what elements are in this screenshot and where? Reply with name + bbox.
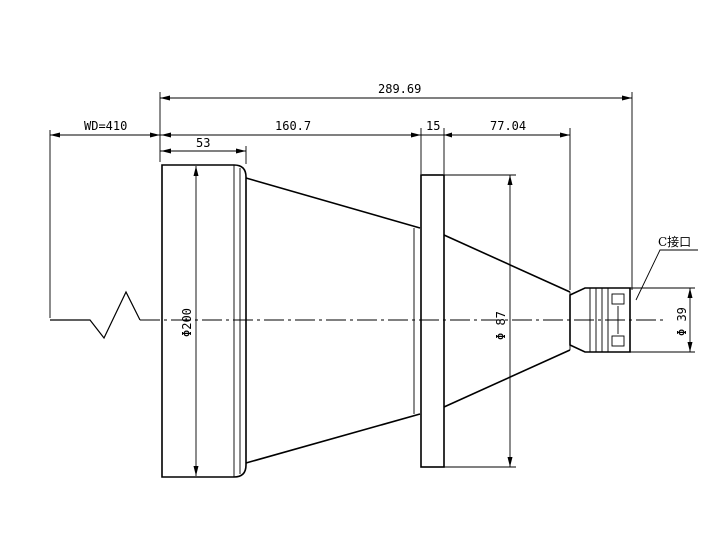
dim-flange-thickness: 15 bbox=[421, 119, 452, 174]
c-mount-callout-label: C接口 bbox=[658, 234, 691, 249]
dim-front-diameter-label: Φ200 bbox=[180, 308, 194, 337]
c-mount-callout: C接口 bbox=[635, 234, 698, 301]
dim-flange-diameter: Φ 87 bbox=[444, 174, 516, 468]
dim-flange-thickness-label: 15 bbox=[426, 119, 440, 133]
dim-working-distance: WD=410 bbox=[49, 119, 160, 318]
dim-front-section: 53 bbox=[160, 136, 247, 164]
dim-front-section-label: 53 bbox=[196, 136, 210, 150]
c-mount bbox=[569, 287, 631, 353]
dim-front-diameter: Φ200 bbox=[180, 166, 199, 476]
dim-overall-length: 289.69 bbox=[159, 82, 633, 290]
dim-working-distance-label: WD=410 bbox=[84, 119, 127, 133]
front-housing bbox=[161, 164, 247, 478]
dim-mount-diameter: Φ 39 bbox=[630, 287, 695, 353]
dim-taper-length-label: 160.7 bbox=[275, 119, 311, 133]
flange bbox=[420, 174, 445, 468]
dim-overall-length-label: 289.69 bbox=[378, 82, 421, 96]
conical-body bbox=[245, 177, 421, 464]
dim-taper-length: 160.7 bbox=[160, 119, 422, 174]
working-distance-break-line bbox=[50, 290, 141, 340]
dim-rear-length: 77.04 bbox=[444, 119, 571, 290]
dim-flange-diameter-label: Φ 87 bbox=[494, 311, 508, 340]
dim-mount-diameter-label: Φ 39 bbox=[675, 307, 689, 336]
dim-rear-length-label: 77.04 bbox=[490, 119, 526, 133]
